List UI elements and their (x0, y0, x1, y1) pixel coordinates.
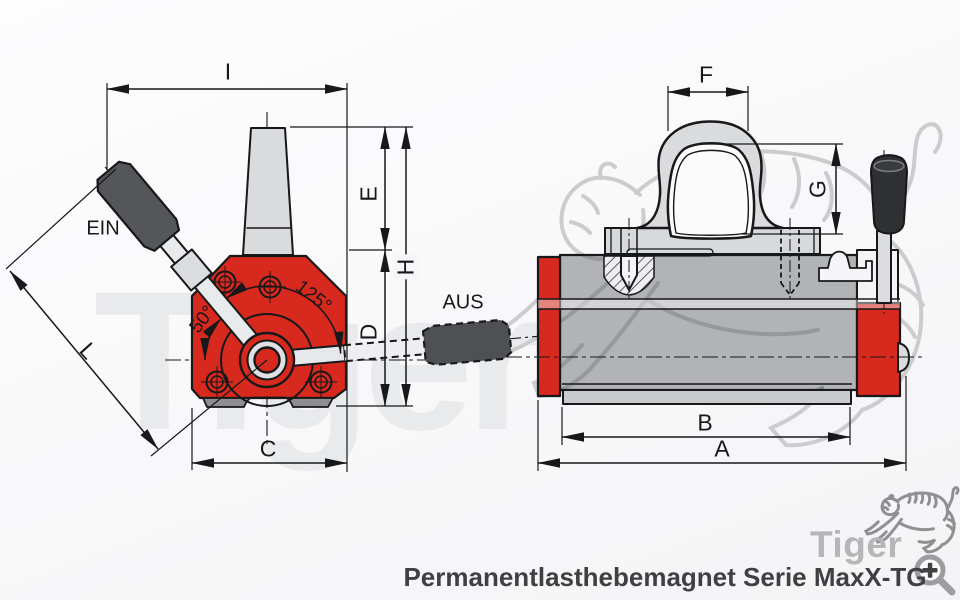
dim-label-c: C (259, 435, 277, 462)
product-caption: Permanentlasthebemagnet Serie MaxX-TG (403, 562, 927, 592)
magnet-front-view (506, 120, 924, 405)
dim-label-h: H (392, 254, 420, 280)
lever-label-ein: EIN (86, 217, 120, 240)
lever-label-aus: AUS (442, 291, 484, 314)
brand-logo-text: Tiger (810, 524, 903, 565)
dim-label-e: E (355, 186, 382, 202)
dim-label-f: F (698, 61, 714, 88)
dim-label-i: I (224, 58, 232, 85)
dim-label-b: B (697, 409, 713, 436)
dim-label-g: G (804, 180, 831, 198)
dim-label-d: D (355, 323, 382, 341)
dimension-lines (5, 83, 907, 472)
dim-label-a: A (714, 435, 730, 462)
magnet-side-view (96, 112, 541, 446)
zoom-in-icon[interactable] (914, 554, 956, 596)
